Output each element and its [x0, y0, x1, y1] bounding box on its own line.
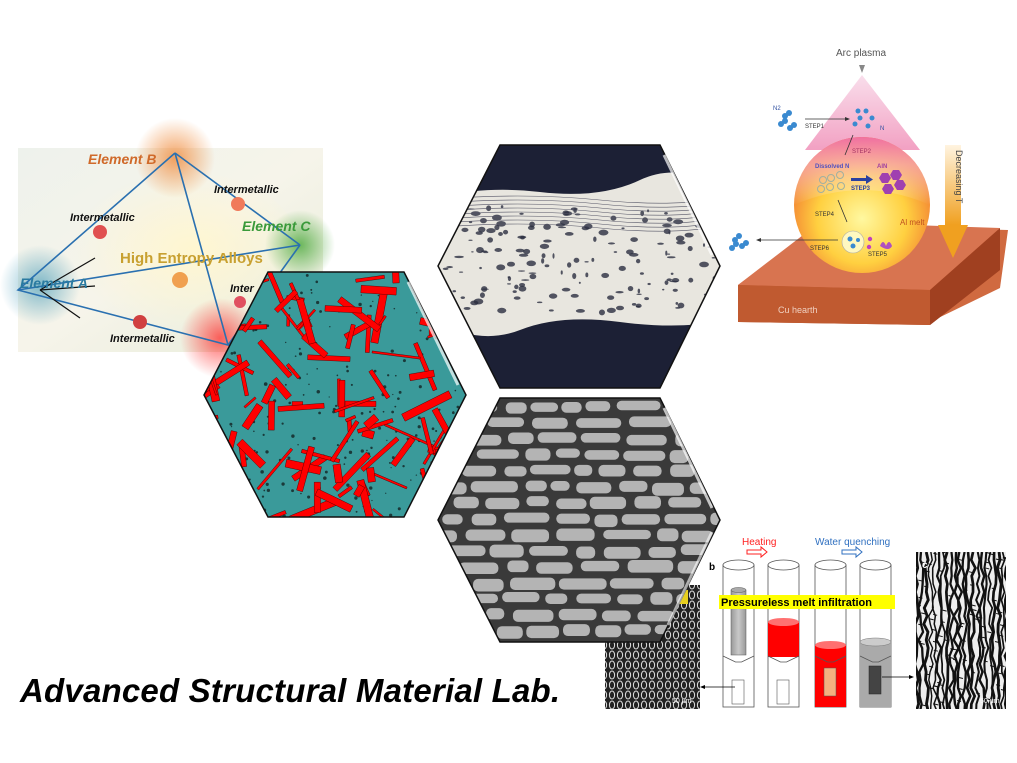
dissolved-n-icon [817, 171, 845, 193]
crucible-tubes [722, 559, 892, 708]
label-element-c: Element C [242, 218, 311, 234]
label-intermetallic: Inter [230, 283, 255, 295]
n2-label: N2 [773, 106, 781, 112]
pressureless-melt-infiltration-label: Pressureless melt infiltration [721, 597, 872, 609]
arc-plasma-label: Arc plasma [836, 48, 886, 59]
aln-label: AlN [877, 164, 887, 170]
decreasing-t-arrow [938, 225, 968, 258]
aln-dendrite-icon [880, 242, 892, 249]
step2-label: STEP2 [852, 149, 872, 155]
dissolved-n-label: Dissolved N [815, 164, 849, 170]
phase-dots [93, 197, 246, 329]
quenching-label: Water quenching [815, 537, 890, 548]
scale-bar-c: 50 μm [980, 698, 1000, 705]
panel-c-label: c [922, 560, 928, 571]
hexagon-cross-section [437, 144, 721, 389]
panel-b-label: b [709, 562, 715, 573]
label-intermetallic: Intermetallic [70, 212, 135, 224]
step6-label: STEP6 [810, 246, 830, 252]
highlight-box [719, 595, 895, 609]
step5-label: STEP5 [868, 252, 888, 258]
torch-icon [859, 65, 865, 73]
step1-label: STEP1 [805, 124, 825, 130]
label-element-a: Element A [20, 275, 88, 291]
step4-label: STEP4 [815, 212, 835, 218]
label-high-entropy-alloys: High Entropy Alloys [120, 250, 263, 267]
n2-molecules-icon [729, 110, 797, 251]
decreasing-t-label: Decreasing T [954, 150, 964, 204]
arc-plasma-diagram: Cu hearth Arc plasma Decreasing T N2 STE… [728, 40, 1010, 330]
label-intermetallic: Intermetallic [214, 184, 279, 196]
scale-bar-a: 50 μm [672, 698, 692, 705]
cu-hearth-label: Cu hearth [778, 305, 818, 315]
lab-title: Advanced Structural Material Lab. [20, 672, 561, 709]
hexagon-lamellar-micrograph [437, 397, 721, 643]
aln-crystals-icon [879, 170, 906, 194]
n-label: N [880, 126, 884, 132]
plasma-cone [805, 75, 920, 150]
micrograph-c [916, 552, 1006, 709]
heating-label: Heating [742, 537, 776, 548]
label-element-b: Element B [88, 151, 156, 167]
al-melt-label: Al melt [900, 218, 925, 227]
n-atoms-icon [852, 108, 875, 129]
label-intermetallic: Intermetallic [110, 333, 175, 345]
step3-label: STEP3 [851, 186, 871, 192]
